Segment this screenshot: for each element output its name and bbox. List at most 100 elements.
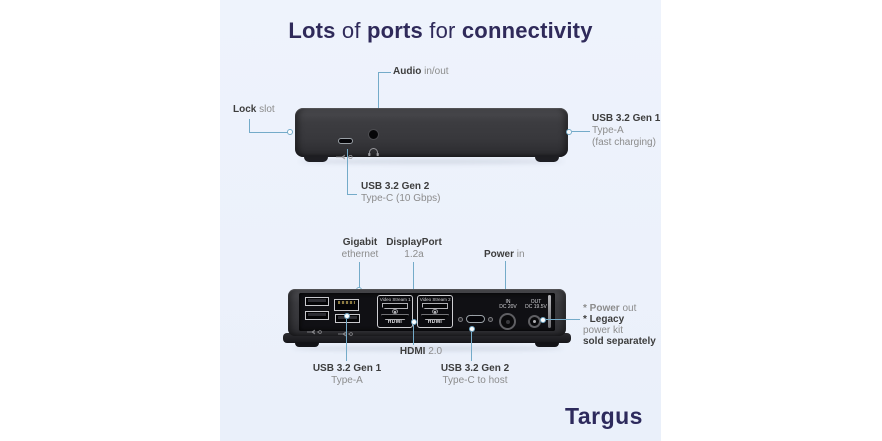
targus-logo: Targus (565, 403, 643, 429)
lock-leader-line-v (249, 119, 250, 133)
power-out-label: * Power out * Legacy power kit sold sepa… (583, 303, 656, 347)
front-usb-a-label: USB 3.2 Gen 1 Type-A (fast charging) (592, 113, 660, 149)
hdmi-leader-dot (411, 319, 417, 325)
rear-port-panel: Video Stream 1 HDMI Video Stream 2 HDMI (299, 293, 555, 337)
power-in-jack-marking: IN DC 20V (496, 300, 520, 310)
rear-usb-c-line2: Type-C to host (442, 375, 508, 386)
usb-c-screw-left (458, 317, 463, 322)
front-usb-a-leader-line (572, 131, 590, 132)
power-out-line1-bold: * Power (583, 303, 620, 314)
hdmi-label: HDMI 2.0 (390, 346, 452, 358)
front-left-foot (304, 155, 328, 162)
gigabit-ethernet-label: Gigabit ethernet (332, 237, 388, 261)
dock-front-view (295, 108, 568, 162)
rear-usb-c-label: USB 3.2 Gen 2 Type-C to host (436, 363, 514, 387)
power-out-marking-line1: OUT (530, 299, 542, 305)
hdmi-port-2-label: HDMI (427, 319, 443, 326)
usb-c-screw-right (488, 317, 493, 322)
front-usb-a-leader-dot (566, 129, 572, 135)
lock-slot-label-bold: Lock (233, 104, 257, 115)
usb-ss-icon (335, 147, 353, 165)
usb-ss-icon (306, 322, 322, 340)
power-out-line4: sold separately (583, 336, 656, 347)
front-usb-a-line2: Type-A (592, 125, 624, 136)
power-out-jack (528, 315, 541, 328)
power-in-label-rest: in (514, 249, 525, 260)
hdmi-leader-line (413, 325, 414, 345)
power-out-marking-line2: DC 19.5V (525, 304, 547, 310)
rear-usb-a-port-2 (305, 311, 329, 320)
rear-left-foot (295, 342, 319, 347)
rear-usb-a-line2: Type-A (331, 375, 363, 386)
rear-panel-bracket (548, 295, 551, 328)
front-usb-a-line3: (fast charging) (592, 137, 656, 148)
headline: Lots of ports for connectivity (220, 18, 661, 44)
lock-leader-dot (287, 129, 293, 135)
front-device-shadow (299, 159, 564, 164)
power-in-leader-line (505, 261, 506, 297)
headline-word-ports: ports (366, 18, 423, 43)
headset-icon (367, 144, 380, 162)
video-stream-2-label: Video Stream 2 (419, 297, 451, 303)
rear-device-shadow (292, 346, 564, 351)
audio-label-rest: in/out (421, 66, 449, 77)
hdmi-port-1 (381, 314, 409, 321)
hdmi-port-1-label: HDMI (387, 319, 403, 326)
hdmi-port-2 (421, 314, 449, 321)
rear-usb-c-leader-dot (469, 326, 475, 332)
rear-device-base (283, 333, 571, 343)
power-out-leader-dot (540, 317, 546, 323)
rear-usb-c-host-port (466, 315, 485, 323)
video-stream-1-group: Video Stream 1 HDMI (377, 295, 413, 328)
headline-word-connectivity: connectivity (461, 18, 593, 43)
power-in-marking-line1: IN (505, 299, 511, 305)
audio-leader-line-v (378, 72, 379, 125)
front-usb-c-label: USB 3.2 Gen 2 Type-C (10 Gbps) (361, 181, 440, 205)
rear-usb-c-leader-line (471, 332, 472, 361)
rear-usb-a-port-1 (305, 297, 329, 306)
ethernet-port (334, 299, 359, 311)
displayport-leader-line (413, 262, 414, 294)
power-out-line3: power kit (583, 325, 624, 336)
hdmi-label-bold: HDMI (399, 346, 426, 357)
front-usb-c-line2: Type-C (10 Gbps) (361, 193, 441, 204)
power-out-leader-line (546, 319, 580, 320)
hdmi-label-rest: 2.0 (425, 346, 443, 357)
rear-usb-a-line1: USB 3.2 Gen 1 (312, 363, 382, 374)
usb-ss-icon (337, 324, 353, 342)
video-stream-2-group: Video Stream 2 HDMI (417, 295, 453, 328)
power-out-line1-rest: out (619, 303, 637, 314)
gigabit-line1: Gigabit (342, 237, 378, 248)
gigabit-line2: ethernet (341, 249, 379, 260)
front-usb-a-line1: USB 3.2 Gen 1 (592, 113, 661, 124)
rear-usb-c-line1: USB 3.2 Gen 2 (440, 363, 510, 374)
displayport-label: DisplayPort 1.2a (382, 237, 446, 261)
displayport-logo-icon (432, 309, 438, 315)
rear-usb-a-leader-line (346, 319, 347, 361)
front-usb-c-port (338, 138, 353, 144)
displayport-port-1 (382, 303, 408, 310)
power-in-jack-pin (505, 319, 510, 324)
power-in-marking-line2: DC 20V (499, 304, 517, 310)
displayport-line1: DisplayPort (386, 237, 442, 248)
power-out-jack-marking: OUT DC 19.5V (523, 300, 549, 310)
rear-usb-a-label: USB 3.2 Gen 1 Type-A (311, 363, 383, 387)
power-in-label: Power in (484, 249, 525, 261)
front-usb-c-line1: USB 3.2 Gen 2 (361, 181, 430, 192)
gigabit-leader-line (359, 262, 360, 289)
front-usb-c-leader-line-v (347, 149, 348, 195)
front-right-foot (535, 155, 559, 162)
lock-slot-label-rest: slot (256, 104, 275, 115)
rear-right-foot (535, 342, 559, 347)
audio-label: Audio in/out (393, 66, 449, 78)
power-out-line2: * Legacy (583, 314, 625, 325)
power-in-label-bold: Power (484, 249, 515, 260)
headline-word-of: of (335, 18, 367, 43)
headline-word-for: for (422, 18, 462, 43)
displayport-port-2 (422, 303, 448, 310)
audio-label-bold: Audio (393, 66, 422, 77)
power-out-jack-pin (533, 320, 536, 323)
lock-slot-label: Lock slot (233, 104, 275, 116)
front-usb-c-leader-line-h (347, 194, 357, 195)
